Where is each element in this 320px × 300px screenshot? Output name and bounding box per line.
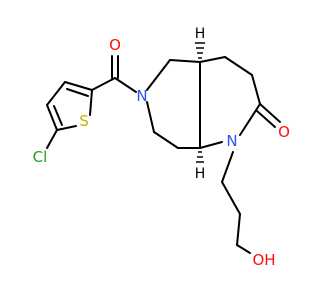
bond-c2-o-b [256,110,276,128]
hash-wedge-upper [195,42,205,59]
bond-c4a-c4 [199,56,226,63]
bond-th-c5-s [56,125,77,131]
atom-labels: O N S Cl H H N O OH [33,26,290,269]
molecule-structure: O N S Cl H H N O OH [0,0,300,300]
bond-ch2-ch2 [153,131,179,149]
atom-n-piperidine: N [136,87,147,105]
bond-c3-c2 [251,74,261,105]
bond-n1-chain-1 [221,151,234,183]
bond-th-c2-c3-inner [66,88,89,97]
bond-c-thiophene [91,77,116,91]
atom-o-carbonyl: O [109,36,121,54]
bond-c-n [114,77,137,93]
bond-n1-c8a [199,141,223,149]
bond-chain-3-oh [236,244,251,254]
bond-lines [46,55,281,254]
bond-c2-o-a [259,103,281,123]
bond-chain-1-2 [221,181,241,215]
bond-n-ch2-top [146,59,171,91]
bond-c2-n1 [239,103,261,136]
atom-h-upper: H [195,26,206,42]
bond-c5-cl [46,129,58,149]
bond-th-c4-c5-inner [53,105,63,126]
bond-n-ch2-bottom [146,101,155,133]
bond-th-c3-c4 [46,81,66,106]
atom-h-lower: H [195,166,206,182]
bond-ch2-c4a [169,59,201,63]
stereo-wedges [195,42,205,163]
bond-c4-c3 [224,56,253,76]
bond-th-c4-c5 [46,104,58,131]
atom-cl: Cl [33,148,48,166]
atom-oh: OH [252,251,275,269]
bond-th-c2-c3 [64,81,93,91]
bond-chain-2-3 [236,213,241,246]
atom-o-lactam: O [278,123,290,141]
atom-n-lactam: N [226,132,237,150]
atom-s-thiophene: S [79,112,89,130]
background [0,0,300,300]
bond-th-s-c2 [89,89,93,116]
hash-wedge-lower [196,151,204,163]
